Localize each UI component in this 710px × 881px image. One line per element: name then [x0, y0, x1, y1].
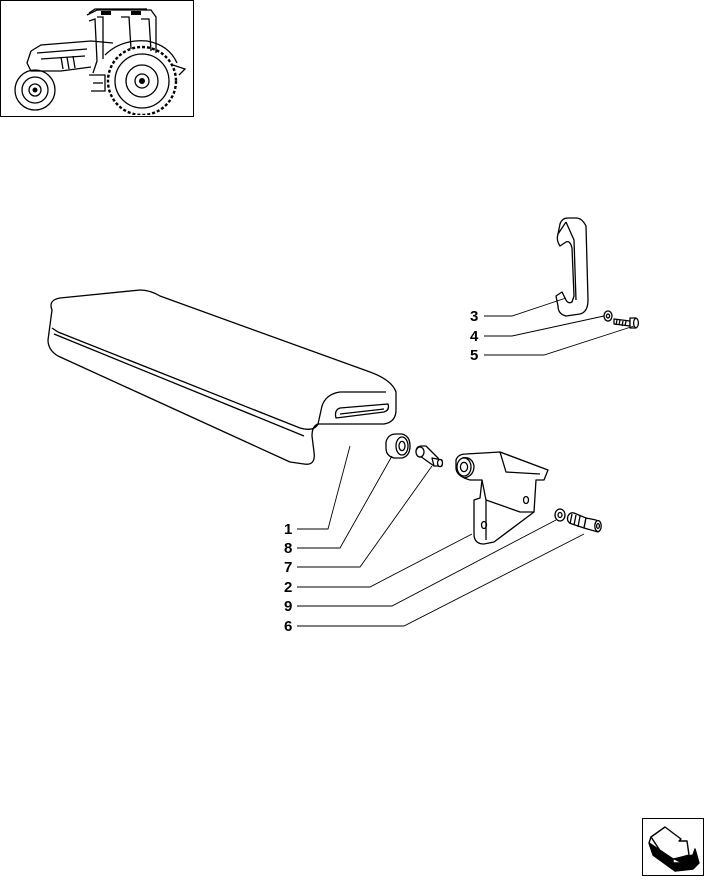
leader-9 — [297, 519, 557, 607]
bushing-8 — [385, 433, 411, 459]
leader-3 — [484, 297, 567, 317]
bolt-6 — [566, 512, 602, 533]
tractor-thumbnail — [0, 0, 194, 117]
callout-1: 1 — [284, 521, 292, 538]
mounting-bracket-2 — [455, 451, 549, 545]
callout-5: 5 — [470, 347, 478, 364]
callout-2: 2 — [284, 579, 292, 596]
pin-7 — [415, 445, 444, 468]
callout-6: 6 — [284, 618, 292, 635]
next-page-arrow-icon — [648, 826, 700, 872]
washer-4 — [603, 310, 613, 322]
leader-7 — [297, 465, 433, 568]
bolt-5 — [613, 317, 640, 329]
armrest-cushion — [47, 289, 397, 465]
leader-8 — [297, 455, 393, 549]
tractor-icon — [14, 8, 187, 117]
leader-5 — [484, 325, 635, 356]
handle-bracket — [555, 217, 589, 317]
leader-1 — [297, 445, 351, 530]
leader-2 — [297, 533, 473, 588]
callout-7: 7 — [284, 559, 292, 576]
callout-9: 9 — [284, 598, 292, 615]
callout-3: 3 — [470, 308, 478, 325]
leader-6 — [297, 533, 585, 627]
leader-4 — [484, 315, 605, 337]
callout-4: 4 — [470, 328, 479, 345]
next-page-button[interactable] — [642, 818, 704, 876]
callout-8: 8 — [284, 540, 292, 557]
washer-9 — [554, 508, 566, 522]
